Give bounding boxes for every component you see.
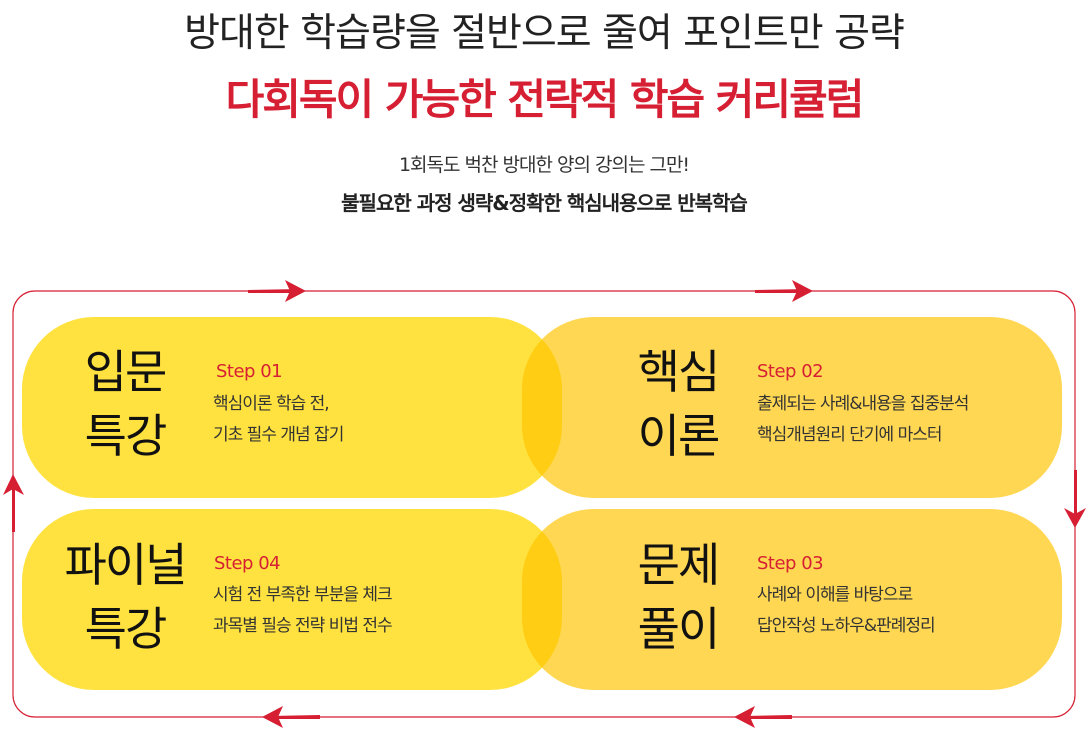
step-label: Step 03 <box>757 553 824 574</box>
cycle-arrows <box>3 280 1086 728</box>
arrow-down-icon <box>1064 470 1086 528</box>
arrow-right-icon <box>755 280 813 302</box>
step-title-line: 입문 <box>84 345 168 399</box>
step-title-line: 특강 <box>84 602 168 656</box>
headline: 방대한 학습량을 절반으로 줄여 포인트만 공략 <box>184 11 905 56</box>
step-title-line: 풀이 <box>637 602 721 656</box>
step-card-3 <box>522 509 1062 690</box>
desc-line: 사례와 이해를 바탕으로 <box>757 585 913 605</box>
arrow-left-icon <box>734 706 792 728</box>
desc-line: 핵심개념원리 단기에 마스터 <box>757 425 943 445</box>
step-card-1 <box>22 317 562 498</box>
step-label: Step 02 <box>757 361 824 382</box>
step-label: Step 04 <box>214 553 281 574</box>
step-title-line: 핵심 <box>637 345 721 399</box>
step-description: 핵심이론 학습 전, 기초 필수 개념 잡기 <box>213 389 344 451</box>
desc-line: 출제되는 사례&내용을 집중분석 <box>757 394 969 414</box>
step-title-line: 문제 <box>637 538 721 592</box>
desc-line: 기초 필수 개념 잡기 <box>213 425 344 445</box>
arrow-right-icon <box>248 280 306 302</box>
step-title-line: 특강 <box>84 409 168 463</box>
step-card-4 <box>22 509 562 690</box>
desc-line: 핵심이론 학습 전, <box>213 394 330 414</box>
headline-emphasis: 다회독이 가능한 전략적 학습 커리큘럼 <box>225 75 865 124</box>
arrow-left-icon <box>262 706 320 728</box>
subtitle: 1회독도 벅찬 방대한 양의 강의는 그만! <box>398 154 690 176</box>
arrow-up-icon <box>3 474 24 532</box>
desc-line: 과목별 필승 전략 비법 전수 <box>213 616 393 636</box>
step-title-line: 이론 <box>637 409 721 463</box>
step-label: Step 01 <box>216 361 283 382</box>
desc-line: 시험 전 부족한 부분을 체크 <box>213 585 393 605</box>
subtitle-bold: 불필요한 과정 생략&정확한 핵심내용으로 반복학습 <box>341 191 748 215</box>
step-title-line: 파이널 <box>64 538 188 592</box>
desc-line: 답안작성 노하우&판례정리 <box>757 616 936 636</box>
step-card-2 <box>522 317 1062 498</box>
